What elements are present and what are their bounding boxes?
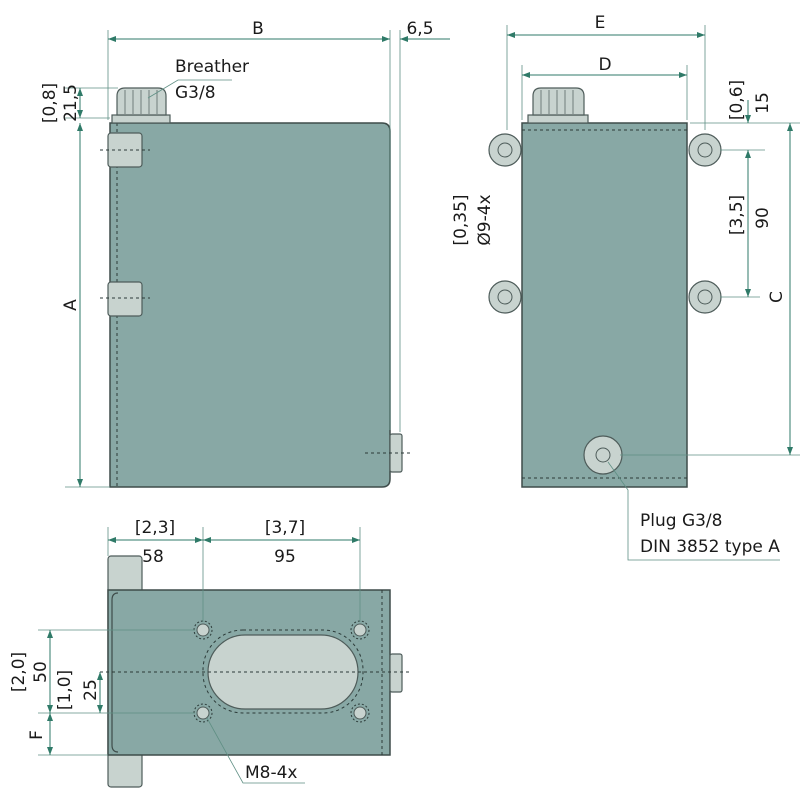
- plug-label: Plug G3/8: [640, 511, 722, 531]
- dim-2-3: [2,3]: [135, 518, 175, 538]
- dim-c: C: [767, 291, 787, 303]
- dim-50: 50: [31, 661, 51, 683]
- dim-90: 90: [753, 207, 773, 229]
- front-body: [521, 122, 688, 488]
- front-view: E D 15 [0,6] 90 [3,5] C Ø9-4x [0,35] Plu…: [451, 13, 800, 561]
- dim-21-5: 21,5: [61, 84, 81, 122]
- side-view: B 6,5 21,5 [0,8] A Breather G3/8: [40, 19, 450, 488]
- dim-25: 25: [81, 679, 101, 701]
- dim-e: E: [595, 13, 606, 33]
- dim-a: A: [61, 299, 81, 311]
- dim-3-7: [3,7]: [265, 518, 305, 538]
- bottom-plug: [389, 653, 403, 693]
- thread-label: M8-4x: [245, 763, 298, 783]
- dim-58: 58: [142, 547, 164, 567]
- hole-label: Ø9-4x: [475, 194, 495, 245]
- side-body: [109, 122, 391, 488]
- dim-6-5: 6,5: [406, 19, 433, 39]
- breather-icon: [111, 87, 171, 124]
- breather-thread: G3/8: [175, 83, 216, 103]
- breather-label: Breather: [175, 57, 249, 77]
- dim-3-5: [3,5]: [727, 195, 747, 235]
- dim-0-8: [0,8]: [40, 83, 60, 123]
- hole-inch: [0,35]: [451, 194, 471, 245]
- side-boss-bottom: [107, 281, 143, 317]
- plug-standard: DIN 3852 type A: [640, 537, 780, 557]
- dim-0-6: [0,6]: [727, 80, 747, 120]
- dim-95: 95: [274, 547, 296, 567]
- thread-holes: [193, 620, 370, 723]
- dim-15: 15: [753, 92, 773, 114]
- dim-f: F: [27, 730, 47, 740]
- dim-b: B: [252, 19, 264, 39]
- breather-icon: [527, 87, 589, 124]
- bottom-view: [2,3] 58 [3,7] 95 [2,0] 50 [1,0] 25 F M8…: [9, 518, 410, 788]
- dim-d: D: [598, 55, 611, 75]
- dim-1-0: [1,0]: [55, 670, 75, 710]
- dim-2-0: [2,0]: [9, 652, 29, 692]
- slot-outline: [202, 629, 364, 714]
